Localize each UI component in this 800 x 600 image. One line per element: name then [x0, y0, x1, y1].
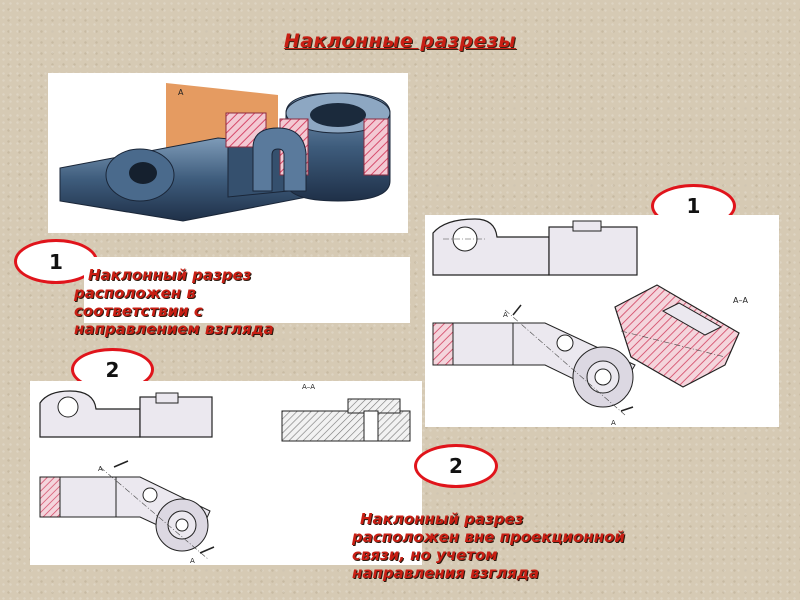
top-view-hole-2	[57, 396, 79, 418]
arrow-label-bottom-2: А	[190, 557, 195, 565]
inclined-section-drawing-2: А–А А А	[30, 381, 422, 565]
section-aa-hatch	[614, 284, 740, 388]
caption-1: Наклонный разрез расположен в соответств…	[74, 266, 404, 338]
section-aa-gray-gap	[363, 410, 379, 442]
section-hatch-far	[363, 118, 389, 176]
front-body-2	[59, 476, 117, 518]
hook-notch	[252, 127, 307, 192]
left-hole	[129, 162, 157, 184]
top-view-outline	[432, 218, 550, 276]
section-label-right: А–А	[733, 296, 748, 305]
inclined-section-drawing-1: А А А–А	[425, 215, 779, 427]
front-hatch	[432, 322, 454, 366]
front-small-hole-2	[142, 487, 158, 503]
drawing-2-svg: А–А А А	[39, 383, 411, 565]
caption-1-line4: направлением взгляда	[74, 320, 274, 338]
front-boss-inner	[594, 368, 612, 386]
caption-2-line2: расположен вне проекционной	[352, 528, 625, 546]
right-cylinder-bore	[310, 103, 366, 127]
top-view-step-2	[155, 392, 179, 404]
caption-1-line3: соответствии с	[74, 302, 203, 320]
arrow-label-top: А	[503, 311, 508, 319]
section-aa-gray	[281, 410, 411, 442]
caption-2-line1: Наклонный разрез	[360, 510, 524, 528]
front-small-hole	[556, 334, 574, 352]
caption-2-line4: направления взгляда	[352, 564, 539, 582]
top-view-block-2	[139, 396, 213, 438]
front-hatch-2	[39, 476, 61, 518]
plane-label: А	[178, 88, 184, 97]
caption-2: Наклонный разрез расположен вне проекцио…	[352, 510, 792, 582]
isometric-part-drawing: А	[59, 83, 391, 222]
arrow-label-top-2: А	[98, 465, 103, 473]
caption-1-line1: Наклонный разрез	[88, 266, 252, 284]
front-body	[452, 322, 514, 366]
drawing-1-svg: А А А–А	[432, 218, 748, 427]
arrow-label-bottom: А	[611, 419, 616, 427]
front-boss-inner-2	[175, 518, 189, 532]
caption-1-line2: расположен в	[74, 284, 196, 302]
badge-2-right: 2	[414, 444, 498, 488]
section-aa-gap	[661, 302, 723, 336]
top-view-outline-2	[39, 390, 141, 438]
isometric-part-image: А	[48, 73, 408, 233]
top-view-step	[572, 220, 602, 232]
caption-1-box	[84, 257, 410, 323]
section-label-left: А–А	[302, 383, 315, 391]
top-view-block	[548, 226, 638, 276]
page-title: Наклонные разрезы	[283, 30, 517, 52]
caption-2-line3: связи, но учетом	[352, 546, 498, 564]
